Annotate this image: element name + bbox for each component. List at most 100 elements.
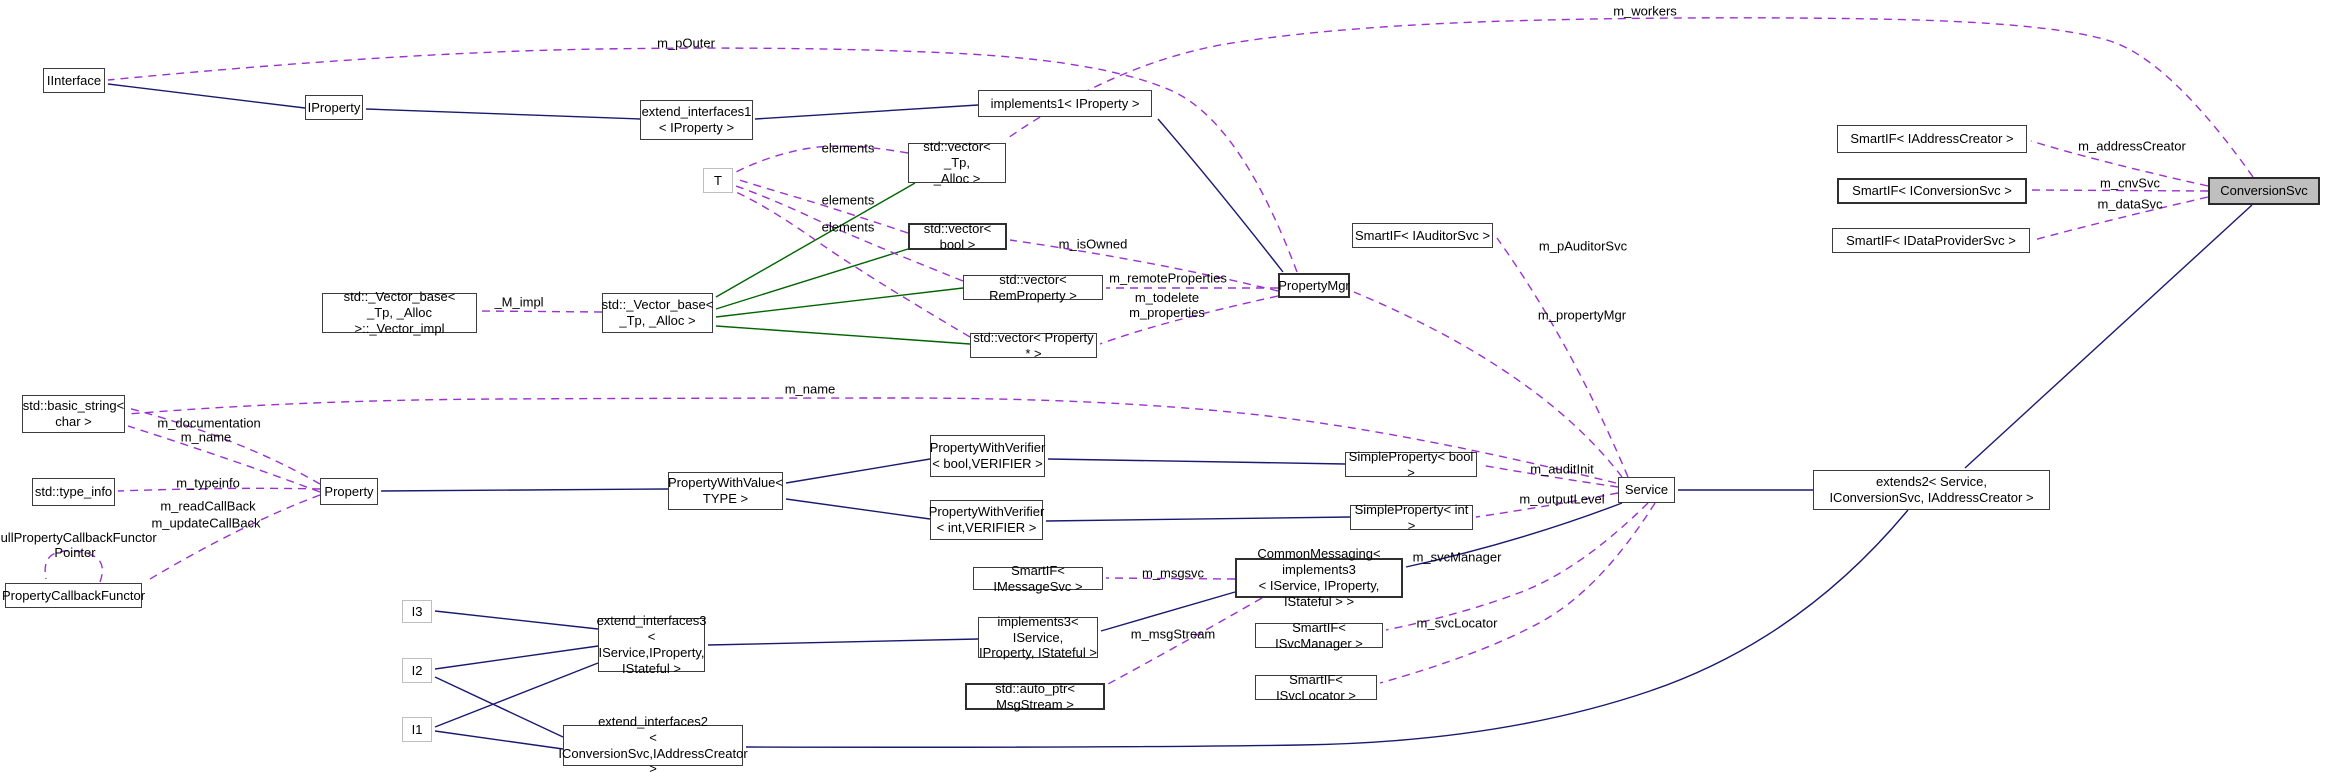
edge-label-m-typeinfo: m_typeinfo <box>176 475 240 491</box>
edge-label-nullpropertycallbackfunctorpointer: nullPropertyCallbackFunctor Pointer <box>0 530 157 560</box>
edge-m-pauditorsvc <box>1496 237 1629 478</box>
edge-label-m-impl: _M_impl <box>494 294 544 310</box>
edge-label-m-readcallback: m_readCallBack <box>160 498 256 514</box>
edge-label-m-workers: m_workers <box>1613 3 1677 19</box>
edge-pwv-to-property <box>380 488 669 492</box>
edge-m-impl <box>479 310 603 313</box>
edge-label-m-todelete-m-properties: m_todelete m_properties <box>1129 290 1205 320</box>
node-vector-base[interactable]: std::_Vector_base< _Tp, _Alloc > <box>602 293 713 333</box>
edge-vectorprop-to-vectorbase <box>715 325 971 345</box>
edge-label-m-svcmanager: m_svcManager <box>1412 549 1502 565</box>
edge-elements-1 <box>735 145 909 173</box>
edge-m-pouter <box>107 47 1298 273</box>
node-propertywithverifier-int[interactable]: PropertyWithVerifier < int,VERIFIER > <box>929 500 1044 540</box>
edge-iproperty-to-iinterface <box>107 83 306 109</box>
edge-label-m-svclocator: m_svcLocator <box>1416 615 1498 631</box>
edge-extif3-to-i2 <box>434 645 599 670</box>
edge-m-read-update-callback <box>144 494 321 583</box>
edge-extif2-to-i1 <box>434 730 564 750</box>
node-smartif-imessagesvc[interactable]: SmartIF< IMessageSvc > <box>973 563 1103 594</box>
node-smartif-idataprovidersvc[interactable]: SmartIF< IDataProviderSvc > <box>1832 228 2030 253</box>
node-smartif-iconversionsvc[interactable]: SmartIF< IConversionSvc > <box>1837 178 2027 204</box>
edge-m-auditinit <box>1479 464 1619 488</box>
edge-label-m-remoteproperties: m_remoteProperties <box>1109 270 1227 286</box>
edge-commonmessaging-to-impl3 <box>1100 591 1236 632</box>
edge-nullptr-self-loop <box>44 550 104 583</box>
node-simpleproperty-int[interactable]: SimpleProperty< int > <box>1350 502 1473 533</box>
edge-m-addresscreator <box>2030 140 2209 187</box>
edge-extif1-to-iproperty <box>365 108 641 120</box>
edge-spbool-to-pwvbool <box>1047 458 1346 465</box>
node-vector-impl[interactable]: std::_Vector_base< _Tp, _Alloc >::_Vecto… <box>322 289 477 336</box>
edge-m-propertymgr <box>1353 291 1623 478</box>
edge-m-name-short <box>127 425 321 493</box>
edge-label-m-pouter: m_pOuter <box>657 35 715 51</box>
edge-m-workers <box>1004 17 2254 178</box>
node-propertywithvalue[interactable]: PropertyWithValue< TYPE > <box>668 472 783 510</box>
node-extend-interfaces2[interactable]: extend_interfaces2 < IConversionSvc,IAdd… <box>558 713 748 772</box>
edge-conversionsvc-to-extends2 <box>1964 204 2253 469</box>
edge-label-elements-1: elements <box>821 140 875 156</box>
node-i3: I3 <box>402 600 432 623</box>
node-implements1[interactable]: implements1< IProperty > <box>978 90 1152 117</box>
node-smartif-isvclocator[interactable]: SmartIF< ISvcLocator > <box>1255 672 1377 703</box>
edge-elements-3 <box>735 185 964 282</box>
edge-label-m-documentation: m_documentation <box>157 415 261 431</box>
node-propertywithverifier-bool[interactable]: PropertyWithVerifier < bool,VERIFIER > <box>930 435 1045 477</box>
node-vector-bool[interactable]: std::vector< bool > <box>908 221 1007 252</box>
edge-pwvbool-to-pwv <box>785 458 931 484</box>
node-i2: I2 <box>402 658 432 683</box>
node-iproperty[interactable]: IProperty <box>305 95 363 120</box>
node-smartif-isvcmanager[interactable]: SmartIF< ISvcManager > <box>1255 620 1383 651</box>
edge-extif3-to-i1 <box>434 662 599 728</box>
edge-vectorrem-to-vectorbase <box>715 287 964 318</box>
node-extend-interfaces1[interactable]: extend_interfaces1 < IProperty > <box>640 100 753 140</box>
edge-extif2-to-i2 <box>434 676 564 738</box>
edge-service-to-commonmessaging <box>1405 502 1623 568</box>
node-smartif-iaddresscreator[interactable]: SmartIF< IAddressCreator > <box>1837 125 2027 153</box>
edge-label-m-auditinit: m_auditInit <box>1530 461 1594 477</box>
edge-label-elements-2: elements <box>821 192 875 208</box>
edge-label-m-name-long: m_name <box>784 381 836 397</box>
edge-label-m-outputlevel: m_outputLevel <box>1519 491 1605 507</box>
node-implements3[interactable]: implements3< IService, IProperty, IState… <box>978 613 1098 661</box>
edge-label-m-updatecallback: m_updateCallBack <box>151 515 261 531</box>
node-property[interactable]: Property <box>320 478 378 505</box>
edge-extends2-to-extif2 <box>745 509 1909 748</box>
node-extends2[interactable]: extends2< Service, IConversionSvc, IAddr… <box>1813 470 2050 510</box>
node-simpleproperty-bool[interactable]: SimpleProperty< bool > <box>1345 449 1477 480</box>
node-vector-tp-alloc[interactable]: std::vector< _Tp, _Alloc > <box>908 139 1006 186</box>
node-type-info[interactable]: std::type_info <box>32 478 115 506</box>
edge-label-m-addresscreator: m_addressCreator <box>2078 138 2186 154</box>
edge-m-svclocator <box>1379 502 1656 684</box>
edge-elements-4 <box>735 191 971 338</box>
edge-label-m-cnvsvc: m_cnvSvc <box>2100 175 2160 191</box>
node-smartif-iauditorsvc[interactable]: SmartIF< IAuditorSvc > <box>1352 223 1493 248</box>
node-iinterface[interactable]: IInterface <box>43 68 105 93</box>
edge-vectorbool-to-vectorbase <box>715 248 909 310</box>
edge-m-msgsvc <box>1105 577 1236 580</box>
edge-m-svcmanager <box>1385 502 1649 631</box>
edge-m-isowned <box>1009 239 1279 292</box>
node-propertymgr[interactable]: PropertyMgr <box>1278 273 1350 298</box>
edge-propertymgr-to-impl1 <box>1157 118 1284 273</box>
edge-impl3-to-extif3 <box>707 638 979 646</box>
edge-label-m-msgsvc: m_msgsvc <box>1141 565 1205 581</box>
node-service[interactable]: Service <box>1618 477 1675 503</box>
node-commonmessaging[interactable]: CommonMessaging< implements3 < IService,… <box>1235 546 1403 609</box>
node-t: T <box>703 168 733 193</box>
edge-label-elements-3: elements <box>821 219 875 235</box>
edge-elements-2 <box>735 178 909 234</box>
edge-m-msgstream <box>1107 597 1263 685</box>
node-auto-ptr-msgstream[interactable]: std::auto_ptr< MsgStream > <box>965 681 1105 712</box>
edge-label-m-name-short: m_name <box>180 429 232 445</box>
node-extend-interfaces3[interactable]: extend_interfaces3 < IService,IProperty,… <box>596 613 707 676</box>
node-propertycallbackfunctor[interactable]: PropertyCallbackFunctor <box>2 583 145 608</box>
node-basic-string[interactable]: std::basic_string< char > <box>22 395 125 433</box>
edge-impl1-to-extif1 <box>754 104 979 120</box>
edge-m-name-long <box>127 397 1617 484</box>
node-vector-property-ptr[interactable]: std::vector< Property * > <box>970 330 1097 361</box>
node-vector-remproperty[interactable]: std::vector< RemProperty > <box>963 272 1103 303</box>
